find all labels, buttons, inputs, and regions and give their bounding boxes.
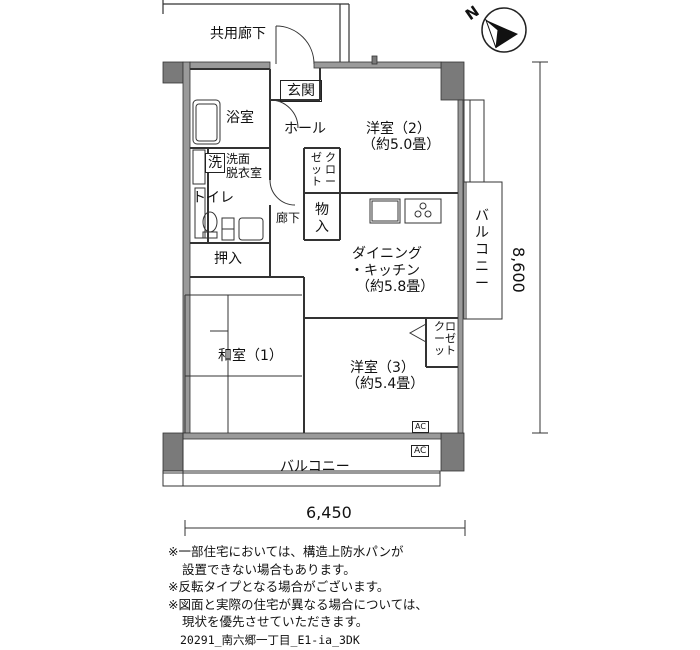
toilet-label: トイレ: [192, 190, 234, 206]
corridor-frame: [162, 0, 350, 62]
washroom-label-line2: 脱衣室: [226, 166, 263, 180]
footer-code: 20291_南六郷一丁目_E1-ia_3DK: [180, 633, 360, 647]
notes: ※一部住宅においては、構造上防水パンが 設置できない場合もあります。 ※反転タイ…: [168, 543, 428, 631]
entrance-label: 玄関: [280, 80, 322, 102]
ac-unit-outdoor: AC: [411, 445, 430, 457]
note-line-3: ※反転タイプとなる場合がございます。: [168, 579, 390, 594]
storage-label: 物入: [315, 202, 329, 235]
washroom-label-line1: 洗面: [226, 152, 251, 166]
balcony-bottom-label: バルコニー: [280, 459, 350, 475]
balconies: [162, 99, 503, 487]
closet-label-upper-left: ゼット: [311, 151, 322, 188]
dining-label-line2: ・キッチン: [350, 263, 420, 279]
balcony-side-label: バルコニー: [475, 208, 489, 292]
washing-machine-mark: 洗: [205, 153, 225, 173]
closet-label-upper-right: クロー: [325, 151, 336, 188]
exterior-walls: [162, 55, 465, 472]
note-line-2: 設置できない場合もあります。: [182, 561, 356, 577]
ac-unit-indoor: AC: [412, 421, 429, 433]
western-room-2-label: 洋室（2）: [366, 121, 431, 137]
corridor-label: 共用廊下: [210, 26, 266, 42]
western-room-3-size: （約5.4畳）: [346, 376, 425, 392]
dimension-lines: [184, 61, 548, 536]
entrance-door: [275, 25, 315, 65]
bath-label: 浴室: [226, 110, 254, 126]
height-dimension: 8,600: [509, 247, 528, 293]
japanese-room-label: 和室（1）: [218, 348, 283, 364]
oshiire-label: 押入: [214, 251, 242, 267]
note-line-4: ※図面と実際の住宅が異なる場合については、: [168, 596, 428, 612]
width-dimension: 6,450: [306, 503, 352, 522]
western-room-2-size: （約5.0畳）: [362, 137, 441, 153]
dining-size: （約5.8畳）: [356, 279, 435, 295]
dining-label-line1: ダイニング: [352, 246, 422, 262]
hallway-label: 廊下: [276, 211, 301, 225]
interior-walls: [190, 68, 458, 433]
closet-label-lower: クローゼット: [434, 320, 456, 357]
note-line-5: 現状を優先させていただきます。: [182, 614, 369, 629]
details: [184, 99, 442, 433]
note-line-1: ※一部住宅においては、構造上防水パンが: [168, 544, 404, 559]
western-room-3-label: 洋室（3）: [350, 360, 415, 376]
compass-icon: [481, 7, 527, 53]
hall-label: ホール: [284, 121, 326, 137]
